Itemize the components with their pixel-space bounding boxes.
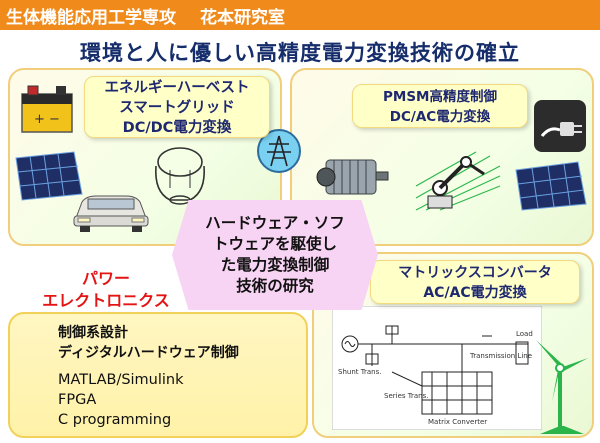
solar-panel-icon [515, 161, 587, 211]
tool-item: FPGA [58, 392, 97, 408]
robot-arm-icon [415, 151, 501, 211]
center-line: ハードウェア・ソフ [205, 214, 345, 232]
circuit-diagram: Shunt Trans. Series Trans. Transmission … [332, 306, 542, 430]
page-title: 環境と人に優しい高精度電力変換技術の確立 [80, 41, 520, 65]
diagram-label: Load [516, 330, 533, 338]
panel-bottom-left [8, 312, 308, 438]
label-energy-harvest: エネルギーハーベスト スマートグリッド DC/DC電力変換 [84, 76, 270, 138]
control-design-heading: 制御系設計 [58, 325, 128, 341]
department-name: 生体機能応用工学専攻 [6, 7, 176, 28]
power-tower-icon [257, 129, 301, 173]
lab-name: 花本研究室 [200, 7, 285, 28]
label-line: AC/AC電力変換 [423, 285, 527, 301]
solar-panel-icon [15, 151, 83, 201]
label-line: エネルギーハーベスト [104, 80, 250, 96]
label-line: PMSM高精度制御 [383, 89, 497, 105]
svg-text:+ −: + − [34, 112, 60, 127]
center-line: トウェアを駆使し [212, 235, 337, 253]
label-line: DC/AC電力変換 [389, 109, 491, 125]
light-bulb-icon [154, 147, 206, 205]
diagram-label: Shunt Trans. [338, 368, 381, 376]
center-line: 技術の研究 [236, 277, 314, 295]
label-line: スマートグリッド [119, 100, 235, 116]
label-matrix-converter: マトリックスコンバータ AC/AC電力変換 [370, 260, 580, 304]
center-research-theme: ハードウェア・ソフ トウェアを駆使し た電力変換制御 技術の研究 [172, 200, 378, 310]
label-pmsm: PMSM高精度制御 DC/AC電力変換 [352, 84, 528, 128]
wind-turbine-icon [536, 340, 588, 434]
power-line: エレクトロニクス [42, 291, 170, 310]
header-bar: 生体機能応用工学専攻 花本研究室 [0, 0, 600, 30]
center-line: た電力変換制御 [220, 256, 330, 274]
diagram-label: Matrix Converter [428, 418, 487, 426]
tool-item: C programming [58, 412, 172, 428]
battery-icon: + − [21, 85, 73, 133]
tool-item: MATLAB/Simulink [58, 372, 184, 388]
power-electronics-label: パワー エレクトロニクス [28, 268, 184, 312]
digital-hardware-heading: ディジタルハードウェア制御 [58, 345, 239, 361]
motor-icon [316, 159, 389, 195]
label-line: マトリックスコンバータ [398, 265, 552, 281]
plug-icon [534, 100, 586, 152]
diagram-label: Series Trans. [384, 392, 428, 400]
power-line: パワー [81, 269, 130, 288]
diagram-label: Transmission Line [469, 352, 532, 360]
label-line: DC/DC電力変換 [122, 120, 232, 136]
car-icon [73, 195, 149, 232]
